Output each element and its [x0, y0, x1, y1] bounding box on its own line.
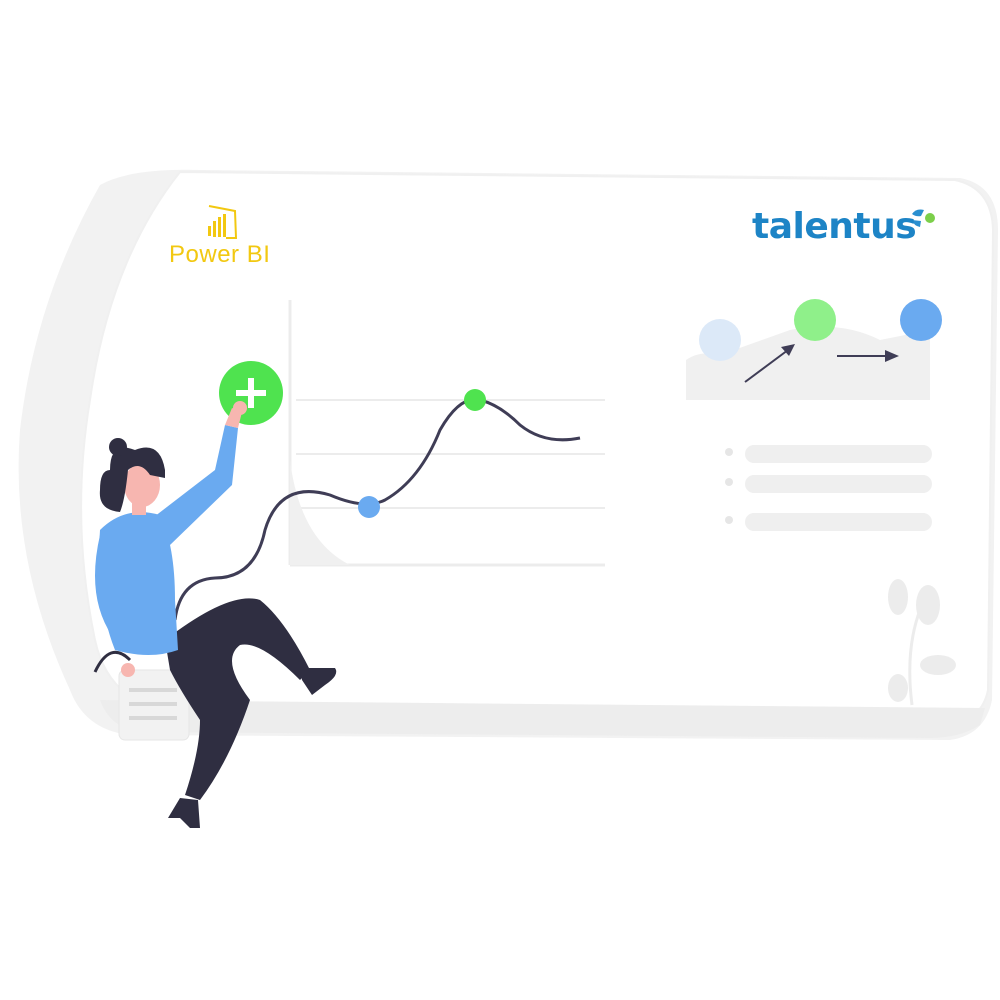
board [80, 170, 995, 727]
chart-point-blue [358, 496, 380, 518]
plant-icon [888, 579, 956, 706]
chart-point-green [464, 389, 486, 411]
powerbi-logo-text: Power BI [169, 241, 271, 268]
talentus-logo-icon [912, 209, 935, 227]
progress-graphic [686, 299, 942, 400]
board-bottom-edge [100, 700, 985, 738]
add-button-icon [219, 361, 283, 425]
line-chart [173, 300, 605, 621]
talentus-logo-text: talentus [752, 206, 917, 247]
person-illustration [93, 401, 337, 828]
chart-line [173, 397, 581, 621]
list-placeholder [725, 445, 932, 531]
powerbi-logo-icon [208, 205, 238, 239]
